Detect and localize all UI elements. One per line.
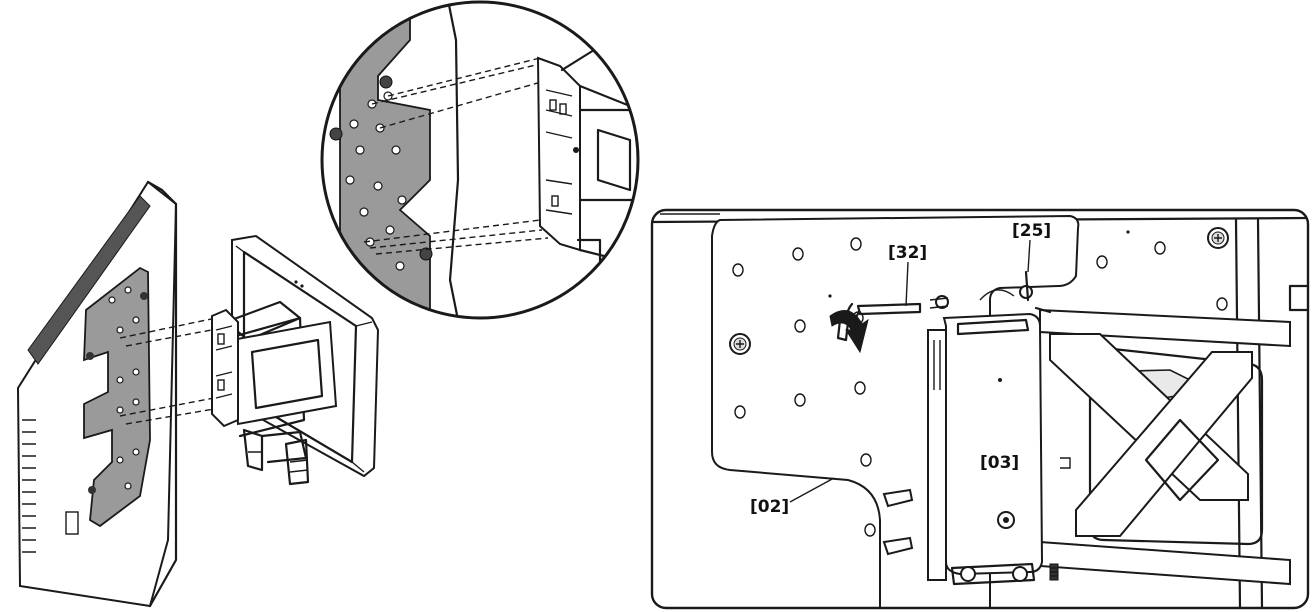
leader-line-32 [905, 261, 909, 307]
zoom-detail-panel: [32] [25] [03] [02] [650, 208, 1310, 610]
plate-holes-detail [329, 75, 433, 273]
tv-and-mount-overview [16, 180, 380, 608]
plate-holes-main [732, 230, 1228, 537]
side-vents [22, 419, 36, 553]
tv-bracket-left [211, 308, 239, 428]
part-label-03: [03] [980, 453, 1019, 473]
part-label-25: [25] [1012, 221, 1051, 241]
part-label-02: [02] [750, 497, 789, 517]
part-label-32: [32] [888, 243, 927, 263]
vesa-plate-detail [339, 2, 431, 318]
rotation-arrow-icon [829, 310, 869, 354]
bracket-03 [927, 270, 1071, 586]
arm-x-frame [1039, 308, 1291, 586]
vesa-plate-left [83, 266, 151, 528]
tv-bracket-detail [536, 56, 581, 252]
leader-line-25 [1027, 239, 1031, 273]
zoom-detail-circle [320, 0, 640, 320]
tv-back [16, 180, 178, 608]
leader-line-02 [789, 477, 835, 503]
articulating-arm [224, 300, 338, 486]
screw-icon [729, 227, 1229, 355]
